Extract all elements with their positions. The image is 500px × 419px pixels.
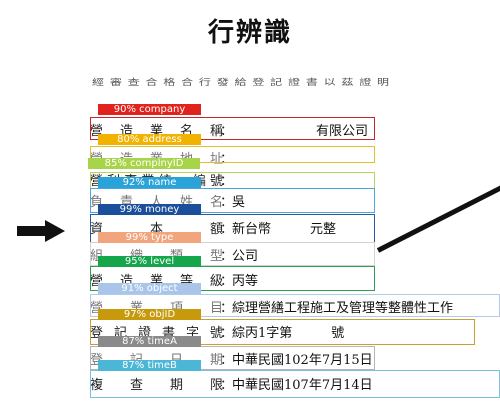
field-row: 資本額：新台幣 元整 bbox=[0, 216, 500, 238]
confidence-tag: 99% money bbox=[98, 204, 201, 215]
field-row: 組織類型：公司 bbox=[0, 243, 500, 265]
field-row: 登記日期：中華民國102年7月15日 bbox=[0, 347, 500, 369]
field-value: 有限公司 bbox=[316, 124, 369, 139]
field-value: 綜丙1字第 號 bbox=[232, 326, 345, 341]
field-row: 營造業地址： bbox=[0, 146, 500, 168]
field-row: 複查期限：中華民國107年7月14日 bbox=[0, 372, 500, 394]
field-value: 綜理營繕工程施工及管理等整體性工作 bbox=[232, 301, 454, 316]
field-colon: ： bbox=[220, 124, 234, 139]
field-row: 營利事業統一編號： bbox=[0, 168, 500, 190]
field-value: 公司 bbox=[232, 249, 259, 264]
confidence-tag: 80% address bbox=[98, 134, 201, 145]
confidence-tag: 87% timeB bbox=[98, 360, 201, 371]
confidence-tag: 97% objID bbox=[98, 309, 201, 320]
field-row: 營造業名稱：有限公司 bbox=[0, 118, 500, 140]
confidence-tag: 92% name bbox=[98, 177, 201, 188]
confidence-tag: 87% timeA bbox=[98, 336, 201, 347]
field-value: 中華民國102年7月15日 bbox=[232, 353, 373, 368]
field-colon: ： bbox=[220, 195, 234, 210]
field-value: 中華民國107年7月14日 bbox=[232, 378, 373, 393]
field-value: 吳 bbox=[232, 195, 246, 210]
confidence-tag: 99% type bbox=[98, 232, 201, 243]
field-value: 丙等 bbox=[232, 274, 259, 289]
field-value: 新台幣 元整 bbox=[232, 222, 337, 237]
confidence-tag: 95% level bbox=[98, 256, 201, 267]
field-colon: ： bbox=[220, 274, 234, 289]
confidence-tag: 91% object bbox=[98, 283, 201, 294]
field-row: 營造業等級：丙等 bbox=[0, 268, 500, 290]
document-header-text: 經 審 查 合 格 合 行 發 給 登 記 證 書 以 茲 證 明 bbox=[92, 77, 391, 88]
field-colon: ： bbox=[220, 249, 234, 264]
field-row: 負責人姓名：吳 bbox=[0, 189, 500, 211]
arrow-right-icon bbox=[17, 220, 65, 242]
field-row: 登記證書字號：綜丙1字第 號 bbox=[0, 320, 500, 342]
confidence-tag: 90% company bbox=[98, 104, 201, 115]
field-colon: ： bbox=[220, 353, 234, 368]
field-colon: ： bbox=[220, 174, 234, 189]
field-row: 營業項目：綜理營繕工程施工及管理等整體性工作 bbox=[0, 295, 500, 317]
field-colon: ： bbox=[220, 152, 234, 167]
field-colon: ： bbox=[220, 222, 234, 237]
field-label: 複查期限 bbox=[90, 378, 223, 393]
confidence-tag: 85% complnyID bbox=[88, 158, 200, 169]
page-title: 行辨識 bbox=[207, 18, 292, 48]
field-colon: ： bbox=[220, 301, 234, 316]
field-colon: ： bbox=[220, 326, 234, 341]
field-colon: ： bbox=[220, 378, 234, 393]
